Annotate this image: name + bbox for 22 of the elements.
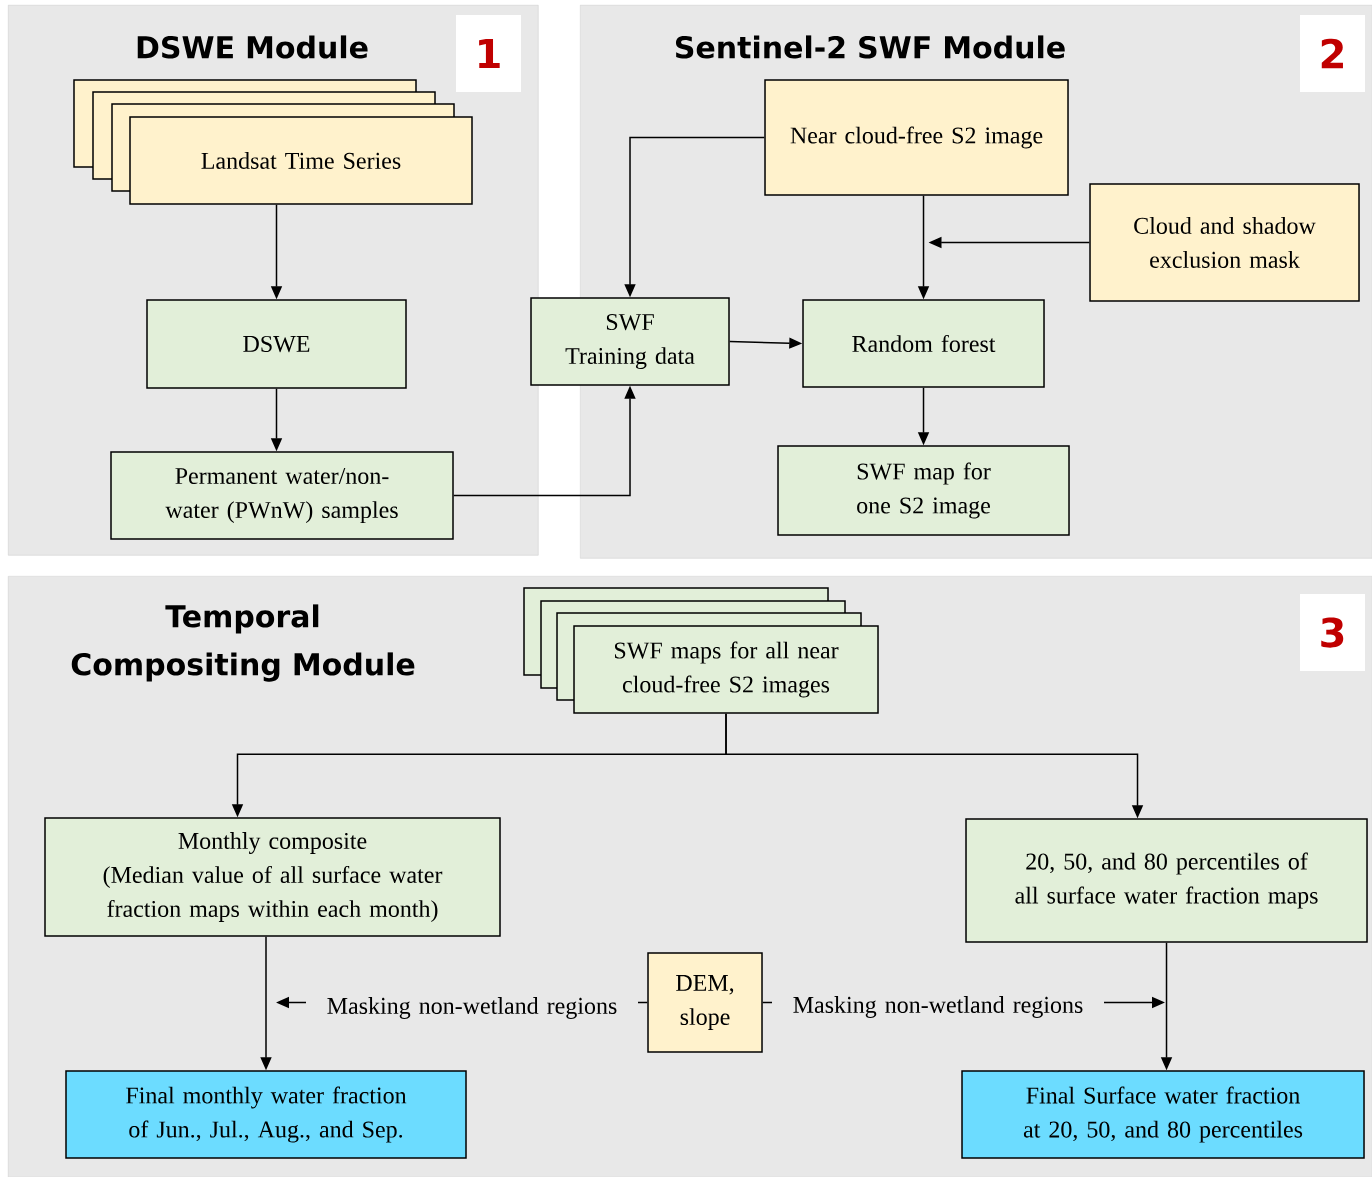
edge-label: Masking non-wetland regions bbox=[306, 996, 638, 1020]
process-box: 20, 50, and 80 percentiles of all surface water fraction maps bbox=[965, 818, 1368, 943]
panel-title: Temporal Compositing Module bbox=[71, 604, 415, 682]
panel-number: 1 bbox=[456, 15, 521, 92]
process-box: Landsat Time Series bbox=[129, 116, 473, 205]
process-box: Final monthly water fraction of Jun., Jul., Aug., and Sep. bbox=[65, 1070, 467, 1159]
process-box: SWF Training data bbox=[530, 297, 730, 386]
process-box: Random forest bbox=[802, 299, 1045, 388]
process-box: Permanent water/non-water (PWnW) samples bbox=[110, 451, 454, 540]
process-box: DSWE bbox=[146, 299, 407, 389]
edge-label: Masking non-wetland regions bbox=[772, 995, 1104, 1019]
panel-number: 2 bbox=[1300, 15, 1365, 92]
process-box: Monthly composite (Median value of all surface water fraction maps within each month) bbox=[44, 817, 501, 937]
process-box: Cloud and shadow exclusion mask bbox=[1089, 183, 1360, 302]
panel-title: Sentinel-2 SWF Module bbox=[676, 35, 1065, 59]
panel-number: 3 bbox=[1300, 594, 1365, 671]
panel-title: DSWE Module bbox=[137, 35, 368, 59]
process-box: SWF maps for all near cloud-free S2 images bbox=[573, 625, 879, 714]
process-box: DEM, slope bbox=[647, 952, 763, 1053]
process-box: SWF map for one S2 image bbox=[777, 445, 1070, 536]
process-box: Final Surface water fraction at 20, 50, and 80 percentiles bbox=[961, 1070, 1365, 1159]
process-box: Near cloud-free S2 image bbox=[764, 79, 1069, 196]
